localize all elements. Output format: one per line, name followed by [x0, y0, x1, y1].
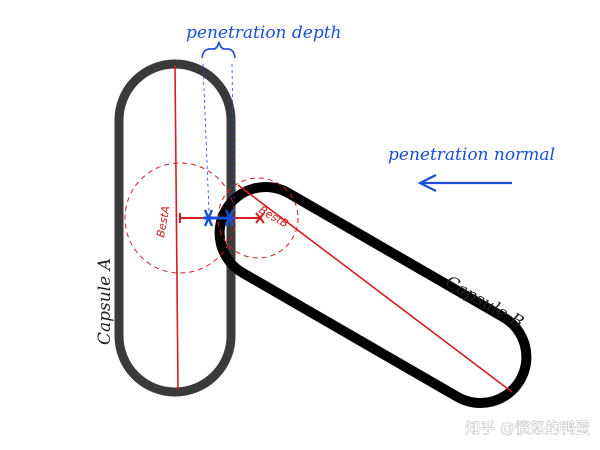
capsule-b-radius-circle	[217, 177, 299, 259]
depth-guide-right	[231, 63, 235, 213]
capsule-b-group	[214, 182, 532, 408]
best-a-label: BestA	[154, 205, 172, 239]
capsule-b-outline	[214, 182, 532, 408]
penetration-depth-label: penetration depth	[186, 23, 342, 43]
capsule-a-label: Capsule A	[95, 258, 115, 345]
capsule-b-label: Capsule B	[442, 272, 527, 333]
capsule-a-axis	[174, 64, 179, 391]
watermark: 知乎 @愤怒的鸭蛋	[465, 419, 590, 437]
best-b-marker	[255, 212, 265, 224]
star-marker-right	[224, 209, 235, 227]
penetration-normal-label: penetration normal	[388, 145, 555, 165]
capsule-a-outline	[114, 59, 236, 397]
penetration-normal-arrow	[417, 174, 512, 192]
depth-guide-left	[202, 63, 210, 213]
star-marker-left	[203, 209, 214, 227]
capsule-b-axis	[237, 184, 513, 393]
depth-brace	[201, 41, 236, 59]
best-b-label: BestB	[257, 203, 291, 230]
